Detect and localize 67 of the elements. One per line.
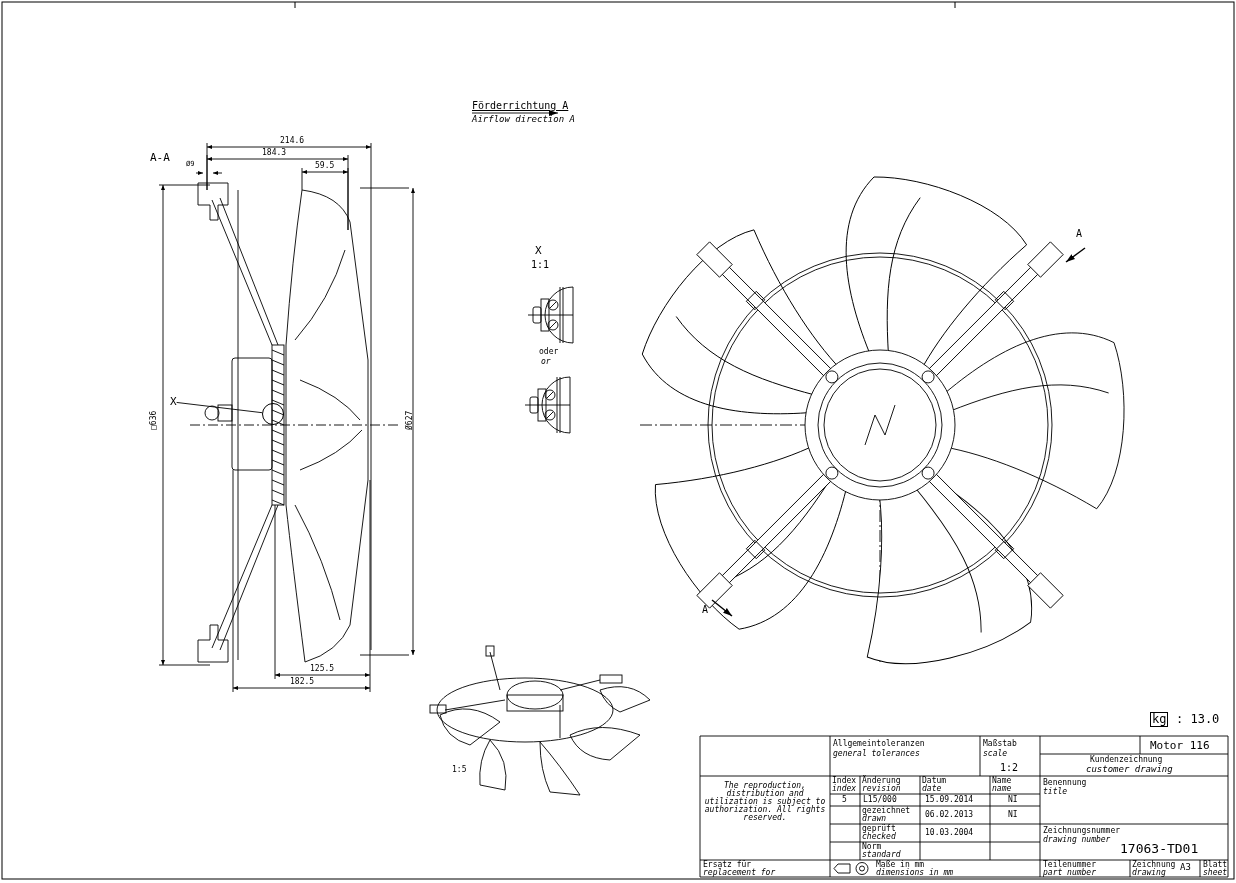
table-text: drawing number <box>1043 836 1111 844</box>
table-text: drawn <box>862 815 887 823</box>
table-text: Teilenummer <box>1043 861 1096 869</box>
table-text: Norm <box>862 843 882 851</box>
table-text: Datum <box>922 777 947 785</box>
dimension-value: 182.5 <box>290 678 315 686</box>
table-text: index <box>832 785 857 793</box>
dimension-value: 59.5 <box>315 162 335 170</box>
table-text: Ersatz für <box>703 861 752 869</box>
table-text: 06.02.2013 <box>925 811 974 819</box>
table-text: sheet <box>1203 869 1228 877</box>
table-text: 10.03.2004 <box>925 829 974 837</box>
table-text: part number <box>1043 869 1096 877</box>
table-text: L15/000 <box>863 796 897 804</box>
table-text: gezeichnet <box>862 807 911 815</box>
note-text: Airflow direction A <box>472 115 575 124</box>
note-text: Förderrichtung A <box>472 100 569 111</box>
table-text: 5 <box>842 796 847 804</box>
table-text: Blatt <box>1203 861 1228 869</box>
table-text: A3 <box>1180 863 1191 872</box>
table-text: customer drawing <box>1086 765 1173 774</box>
table-text: NI <box>1008 811 1018 819</box>
dimension-value: Ø627 <box>406 410 414 430</box>
callout-letter: X <box>170 396 177 409</box>
table-text: drawing <box>1132 869 1166 877</box>
leader-line <box>176 402 263 414</box>
table-text: Maßstab <box>983 740 1017 748</box>
detail-label: X <box>535 245 542 258</box>
dimension-value: 125.5 <box>310 665 335 673</box>
scale-label: 1:5 <box>452 766 467 774</box>
scale-label: 1:1 <box>531 259 550 270</box>
table-text: Kundenzeichnung <box>1090 756 1163 764</box>
table-text: standard <box>862 851 901 859</box>
table-text: scale <box>983 750 1008 758</box>
weight-unit: kg <box>1150 712 1169 728</box>
table-text: Maße in mm <box>876 861 925 869</box>
table-text: dimensions in mm <box>876 869 954 877</box>
table-text: name <box>992 785 1012 793</box>
table-text: general tolerances <box>833 750 920 758</box>
weight-value: : 13.0 <box>1176 713 1220 727</box>
table-text: Index <box>832 777 857 785</box>
dimension-value: □636 <box>150 410 158 430</box>
table-text: NI <box>1008 796 1018 804</box>
table-text: Zeichnungsnummer <box>1043 827 1121 835</box>
view-label: A-A <box>150 152 170 165</box>
table-text: Motor 116 <box>1150 740 1210 753</box>
dimension-value: 184.3 <box>262 149 287 157</box>
table-text: 1:2 <box>1000 762 1019 773</box>
table-text: replacement for <box>703 869 776 877</box>
table-text: date <box>922 785 942 793</box>
table-text: checked <box>862 833 896 841</box>
property-note: The reproduction, distribution and utilization is subject to authorization. All rights reserved. <box>704 782 826 822</box>
table-text: geprüft <box>862 825 896 833</box>
table-text: title <box>1043 788 1068 796</box>
table-text: 17063-TD01 <box>1120 842 1199 857</box>
table-text: revision <box>862 785 901 793</box>
table-text: Name <box>992 777 1012 785</box>
section-label: A <box>1076 228 1083 239</box>
table-text: Allgemeintoleranzen <box>833 740 925 748</box>
note-text: oder <box>539 348 559 356</box>
section-label: A <box>702 604 709 615</box>
table-text: 15.09.2014 <box>925 796 974 804</box>
table-text: Zeichnung <box>1132 861 1176 869</box>
note-text: or <box>541 358 551 366</box>
table-text: Benennung <box>1043 779 1087 787</box>
dimension-value: 214.6 <box>280 137 305 145</box>
table-text: Änderung <box>862 777 901 785</box>
